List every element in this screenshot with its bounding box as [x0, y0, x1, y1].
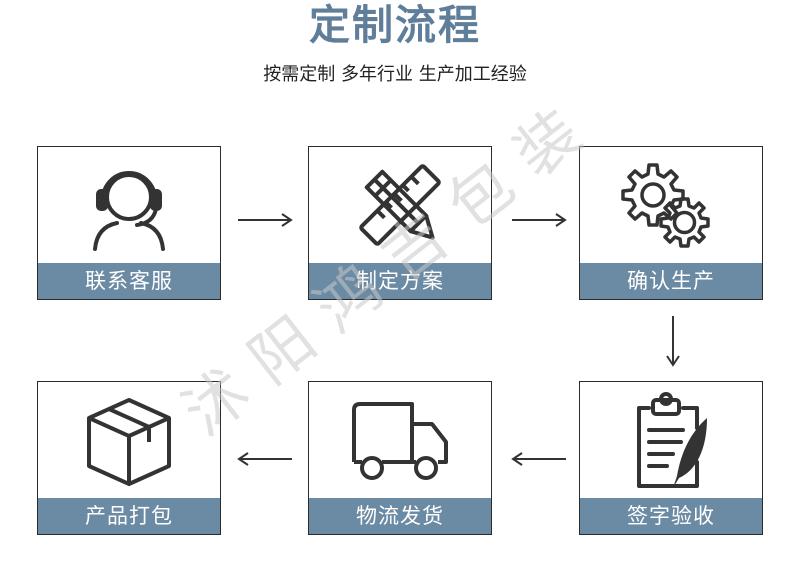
step-card-contact: 联系客服: [37, 146, 221, 300]
page-subtitle: 按需定制 多年行业 生产加工经验: [263, 64, 527, 85]
step-label: 物流发货: [309, 498, 491, 534]
arrow-left-icon: [511, 452, 566, 466]
arrow-left-icon: [237, 452, 292, 466]
arrow-right-icon: [238, 213, 293, 227]
page-title: 定制流程: [309, 1, 481, 49]
clipboard-quill-icon: [580, 382, 762, 500]
step-card-plan: 制定方案: [308, 146, 492, 300]
step-card-packing: 产品打包: [37, 381, 221, 535]
arrow-right-icon: [512, 213, 567, 227]
step-card-shipping: 物流发货: [308, 381, 492, 535]
headset-person-icon: [38, 147, 220, 265]
step-label: 签字验收: [580, 498, 762, 534]
gears-icon: [580, 147, 762, 265]
package-box-icon: [38, 382, 220, 500]
step-label: 确认生产: [580, 263, 762, 299]
arrow-down-icon: [666, 316, 680, 367]
step-card-acceptance: 签字验收: [579, 381, 763, 535]
step-label: 联系客服: [38, 263, 220, 299]
delivery-truck-icon: [309, 382, 491, 500]
pencil-ruler-icon: [309, 147, 491, 265]
step-label: 制定方案: [309, 263, 491, 299]
step-label: 产品打包: [38, 498, 220, 534]
step-card-confirm: 确认生产: [579, 146, 763, 300]
